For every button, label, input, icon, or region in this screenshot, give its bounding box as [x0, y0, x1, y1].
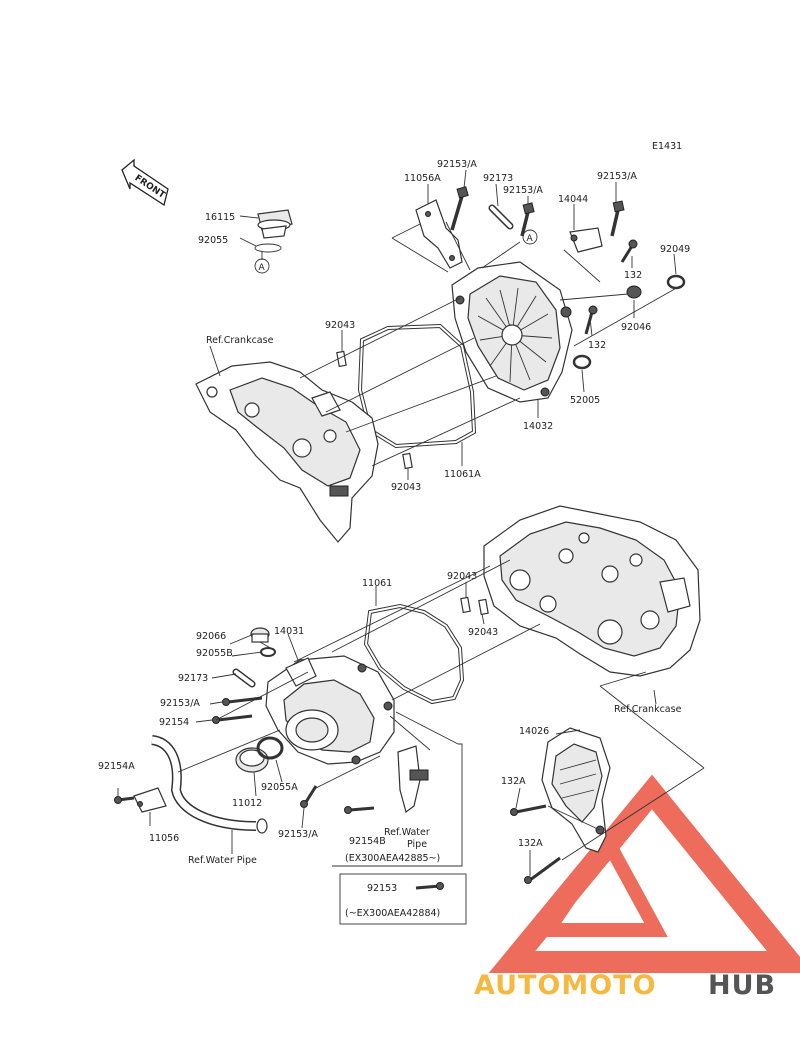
cap-11012-part [235, 747, 269, 773]
bolt-92154 [212, 714, 253, 724]
label-92153a-top1: 92153/A [437, 159, 477, 170]
label-92154: 92154 [159, 717, 189, 728]
label-11061: 11061 [362, 578, 392, 589]
bolt-132a-2 [524, 856, 561, 884]
bolt-132a-1 [510, 804, 547, 816]
label-11012: 11012 [232, 798, 262, 809]
label-92049: 92049 [660, 244, 690, 255]
diagram-code: E1431 [652, 141, 682, 152]
ref-mark-a-2-text: A [527, 234, 534, 244]
label-92153a-top2: 92153/A [503, 185, 543, 196]
seal-92046-part [626, 285, 642, 299]
bracket-11056a-part [415, 199, 463, 269]
label-14031: 14031 [274, 626, 304, 637]
label-92055a: 92055A [261, 782, 298, 793]
label-11056: 11056 [149, 833, 179, 844]
label-serial-from: (EX300AEA42885~) [345, 853, 440, 864]
water-pipe-part [150, 735, 268, 834]
label-92066: 92066 [196, 631, 226, 642]
ref-mark-a-1 [254, 258, 270, 274]
clutch-cover-part [451, 261, 573, 403]
o-ring-92055a-part [256, 736, 284, 760]
bolt-132-b [584, 305, 598, 335]
crankcase-upper-part [195, 361, 379, 543]
label-11061a: 11061A [444, 469, 481, 480]
lower-leader-lines [117, 559, 705, 876]
label-ref-crankcase-low: Ref.Crankcase [614, 704, 682, 715]
label-16115: 16115 [205, 212, 235, 223]
label-92153a-low: 92153/A [160, 698, 200, 709]
label-ref-crankcase-top: Ref.Crankcase [206, 335, 274, 346]
bolt-92153a-low2 [300, 785, 318, 808]
watermark-text: AUTOMOTO HUB [474, 970, 776, 1001]
cover-14026-part [541, 727, 611, 853]
dowel-pin-92173-top [488, 204, 514, 230]
label-132-b: 132 [588, 340, 606, 351]
label-ref-water-pipe-box-2: Pipe [407, 839, 427, 850]
oil-seal-52005-part [572, 354, 592, 370]
label-92043-d: 92043 [468, 627, 498, 638]
label-92043-c: 92043 [447, 571, 477, 582]
bracket-11056-part [133, 787, 167, 813]
bracket-14044-part [569, 227, 603, 253]
label-92173-top: 92173 [483, 173, 513, 184]
label-92043-a: 92043 [325, 320, 355, 331]
part-labels: 92153/A 11056A 92173 92153/A 92153/A 140… [98, 159, 690, 919]
bolt-92154a [114, 796, 135, 804]
label-132a-1: 132A [501, 776, 526, 787]
label-92153a-top3: 92153/A [597, 171, 637, 182]
upper-leader-lines [209, 169, 681, 480]
label-92055: 92055 [198, 235, 228, 246]
watermark-text-part1: AUTOMOTO [474, 970, 657, 1001]
bolt-92153a-top2 [520, 202, 535, 237]
dowel-pin-92043-b [402, 452, 413, 470]
label-92043-b: 92043 [391, 482, 421, 493]
label-11056a: 11056A [404, 173, 441, 184]
label-92046: 92046 [621, 322, 651, 333]
watermark-triangle-icon [488, 774, 800, 973]
label-ref-water-pipe: Ref.Water Pipe [188, 855, 257, 866]
label-92154b: 92154B [349, 836, 386, 847]
crankcase-lower-part [483, 505, 701, 677]
label-92153a-low2: 92153/A [278, 829, 318, 840]
alternator-cover-part [265, 655, 395, 765]
front-arrow-icon: FRONT [121, 158, 169, 207]
bolt-132-a [620, 239, 638, 263]
dowel-pin-92043-d [478, 598, 489, 616]
variant-box-1 [332, 743, 463, 867]
label-92173-low: 92173 [178, 673, 208, 684]
oil-filler-cap-part [254, 209, 293, 253]
bolt-92153a-top3 [610, 200, 625, 237]
label-132-a: 132 [624, 270, 642, 281]
watermark-text-part2: HUB [708, 970, 776, 1001]
ref-mark-a-2 [522, 229, 538, 245]
label-52005: 52005 [570, 395, 600, 406]
label-14026: 14026 [519, 726, 549, 737]
watermark-logo [488, 774, 800, 973]
dowel-pin-92173-low [232, 668, 256, 688]
plug-92066-part [250, 627, 270, 643]
label-92055b: 92055B [196, 648, 233, 659]
label-14044: 14044 [558, 194, 588, 205]
dowel-pin-92043-c [460, 596, 471, 614]
label-ref-water-pipe-box-1: Ref.Water [384, 827, 430, 838]
bolt-92153a-top1 [450, 186, 469, 231]
label-132a-2: 132A [518, 838, 543, 849]
gasket-11061-part [363, 603, 465, 705]
variant-box-2 [339, 873, 467, 925]
dowel-pin-92043-a [336, 350, 347, 368]
label-14032: 14032 [523, 421, 553, 432]
label-92153-box: 92153 [367, 883, 397, 894]
label-92154a: 92154A [98, 761, 135, 772]
seal-92049-part [666, 274, 686, 290]
ref-mark-a-1-text: A [259, 263, 266, 273]
label-serial-to: (~EX300AEA42884) [345, 908, 440, 919]
